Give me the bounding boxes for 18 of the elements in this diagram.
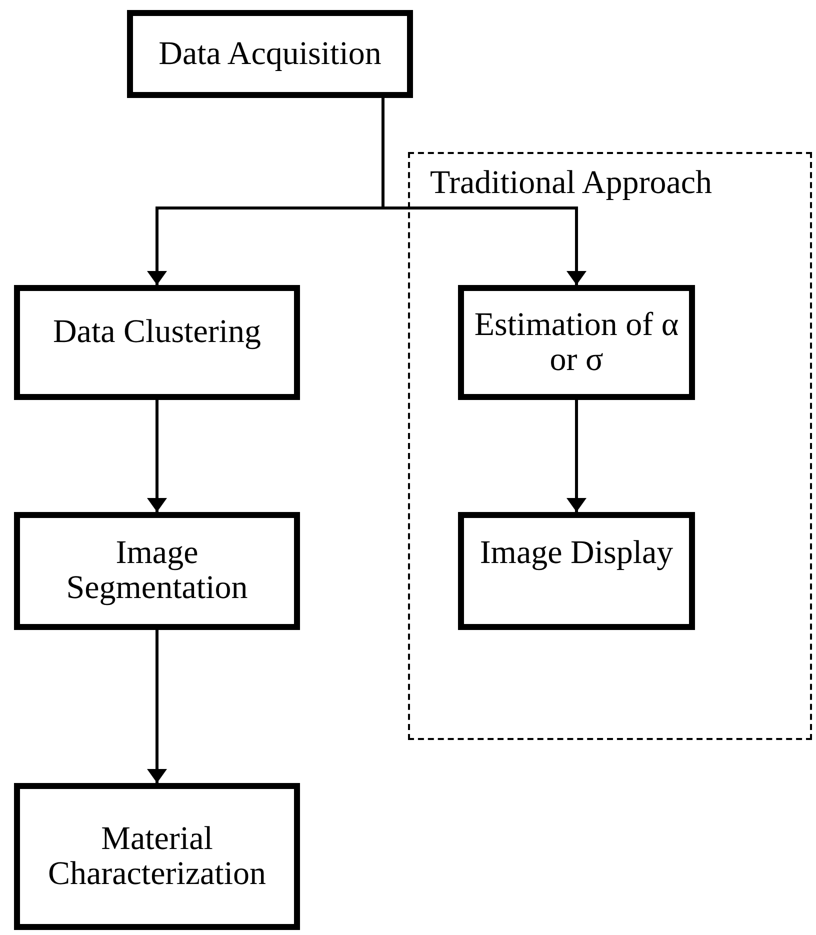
arrow [566, 400, 586, 512]
process-box [14, 783, 300, 930]
process-box [458, 285, 695, 400]
arrow [382, 98, 586, 285]
group-heading: Traditional Approach [430, 166, 712, 201]
dashed-group-box [408, 152, 812, 740]
box-label: Image Display [480, 536, 674, 570]
process-box [458, 512, 695, 630]
box-label: Data Acquisition [158, 36, 382, 72]
arrow [147, 630, 167, 783]
box-label: Image Segmentation [65, 536, 249, 606]
box-label: Estimation of α or σ [473, 308, 680, 378]
box-label: Data Clustering [52, 315, 262, 350]
process-box [127, 10, 413, 98]
box-label: Material Characterization [46, 822, 268, 892]
arrow [147, 400, 167, 512]
process-box [14, 512, 300, 630]
process-box [14, 285, 300, 400]
